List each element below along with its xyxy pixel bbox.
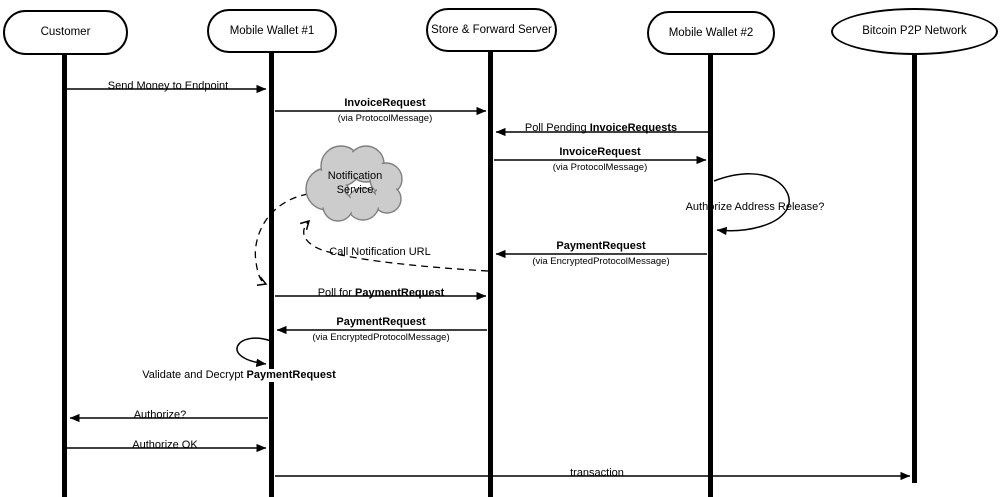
message-payment-request-to-server: PaymentRequest — [556, 240, 646, 252]
message-poll-for-payment-request: Poll for PaymentRequest — [281, 287, 481, 300]
message-poll-payment-bold: PaymentRequest — [355, 287, 445, 299]
notification-service-label-line2: Service — [336, 184, 374, 196]
message-call-notification-url: Call Notification URL — [329, 246, 431, 258]
message-authorize-question: Authorize? — [133, 409, 187, 421]
notification-service-cloud — [305, 145, 403, 222]
actor-bitcoin-p2p-network-label: Bitcoin P2P Network — [862, 25, 967, 37]
message-invoice-request-to-wallet2-via: (via ProtocolMessage) — [552, 162, 648, 173]
message-poll-pending-pre: Poll Pending — [524, 122, 590, 134]
actor-customer: Customer — [3, 10, 128, 55]
message-transaction: transaction — [570, 467, 624, 479]
lifelines — [62, 51, 917, 497]
message-poll-pending-invoice-requests: Poll Pending InvoiceRequests — [491, 122, 711, 135]
actor-mobile-wallet-1: Mobile Wallet #1 — [207, 9, 337, 53]
actor-store-forward-server-label: Store & Forward Server — [431, 23, 552, 36]
message-validate-pre: Validate and Decrypt — [142, 369, 247, 381]
message-authorize-address-release: Authorize Address Release? — [685, 201, 825, 213]
actor-store-forward-server: Store & Forward Server — [426, 8, 557, 52]
notification-service-label-line1: Notification — [327, 170, 383, 182]
actor-mobile-wallet-2: Mobile Wallet #2 — [647, 11, 775, 55]
message-validate-bold: PaymentRequest — [246, 369, 336, 381]
arrow-notify-wallet1 — [254, 193, 309, 286]
arrow-validate-decrypt-loop — [236, 337, 272, 367]
message-poll-pending-bold: InvoiceRequests — [589, 122, 678, 134]
arrow-authorize-address-release-loop — [713, 173, 790, 236]
notification-arrows — [254, 193, 489, 286]
actor-mobile-wallet-2-label: Mobile Wallet #2 — [668, 26, 754, 39]
message-arrows — [67, 84, 911, 481]
message-invoice-request-to-server: InvoiceRequest — [344, 97, 426, 109]
message-payment-request-to-wallet1: PaymentRequest — [336, 316, 426, 328]
message-payment-request-to-wallet1-via: (via EncryptedProtocolMessage) — [312, 332, 450, 343]
actor-bitcoin-p2p-network: Bitcoin P2P Network — [831, 8, 998, 55]
message-invoice-request-to-server-via: (via ProtocolMessage) — [337, 113, 433, 124]
actor-customer-label: Customer — [40, 26, 91, 38]
arrow-call-notification-url — [299, 219, 489, 272]
message-invoice-request-to-wallet2: InvoiceRequest — [559, 146, 641, 158]
message-poll-payment-pre: Poll for — [317, 287, 356, 299]
actor-mobile-wallet-1-label: Mobile Wallet #1 — [229, 24, 315, 37]
message-authorize-ok: Authorize OK — [132, 439, 198, 451]
message-validate-and-decrypt: Validate and Decrypt PaymentRequest — [139, 369, 339, 382]
message-send-money: Send Money to Endpoint — [107, 80, 229, 92]
message-payment-request-to-server-via: (via EncryptedProtocolMessage) — [532, 256, 670, 267]
cloud-fill-overlay — [308, 148, 400, 219]
